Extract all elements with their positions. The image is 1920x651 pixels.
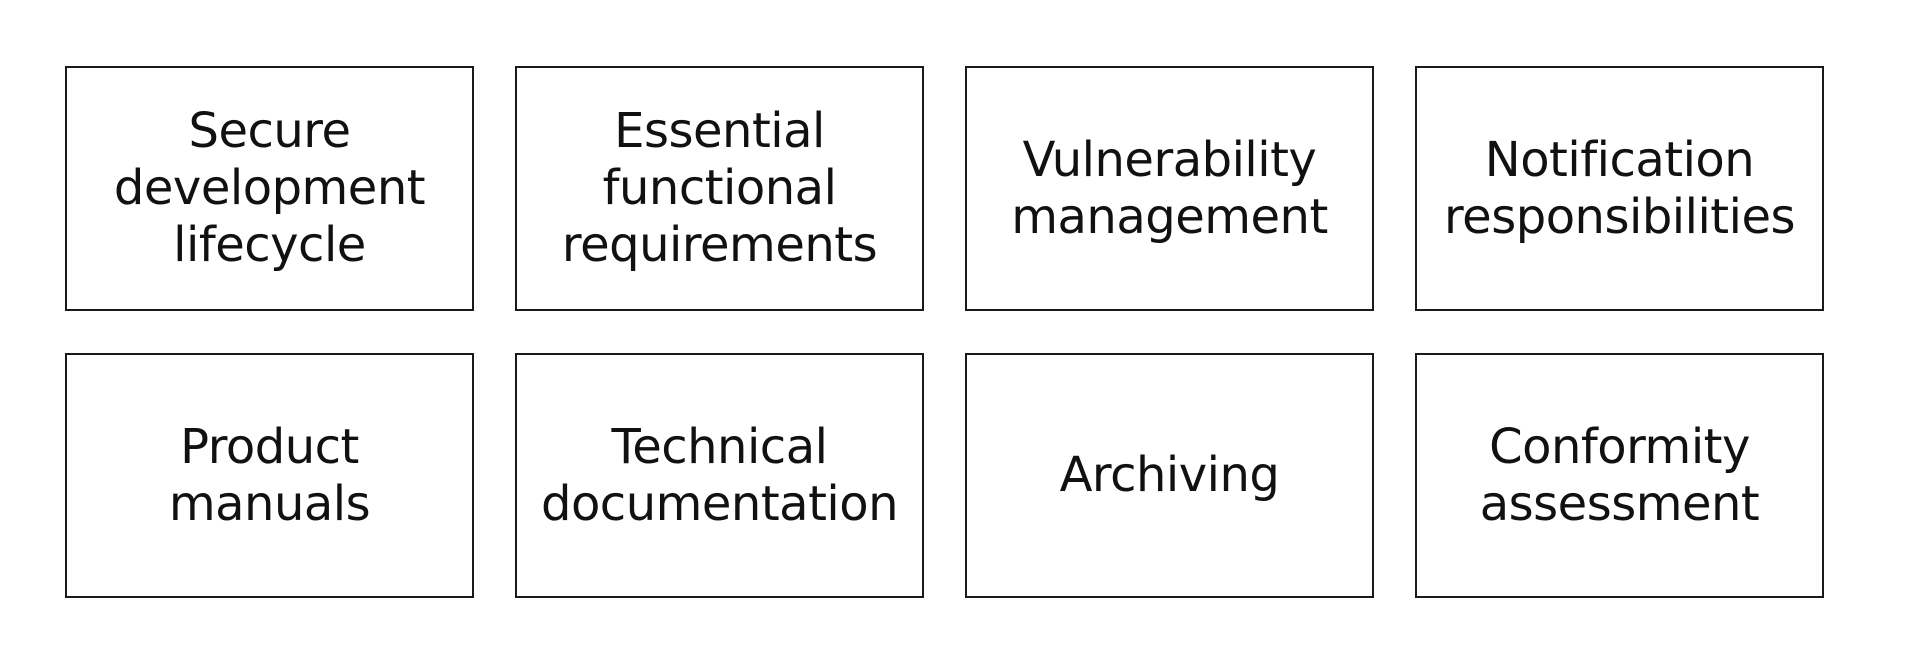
box-label: Technical documentation	[540, 418, 899, 532]
box-label: Notification responsibilities	[1444, 131, 1796, 245]
box-label: Essential functional requirements	[561, 103, 878, 273]
box-notification-responsibilities: Notification responsibilities	[1415, 66, 1824, 311]
box-archiving: Archiving	[965, 353, 1374, 598]
box-label: Conformity assessment	[1479, 418, 1760, 532]
box-product-manuals: Product manuals	[65, 353, 474, 598]
box-conformity-assessment: Conformity assessment	[1415, 353, 1824, 598]
box-label: Secure development lifecycle	[113, 103, 426, 273]
box-vulnerability-management: Vulnerability management	[965, 66, 1374, 311]
box-secure-development-lifecycle: Secure development lifecycle	[65, 66, 474, 311]
box-label: Vulnerability management	[1011, 131, 1328, 245]
box-label: Product manuals	[168, 418, 371, 532]
box-technical-documentation: Technical documentation	[515, 353, 924, 598]
box-essential-functional-requirements: Essential functional requirements	[515, 66, 924, 311]
box-label: Archiving	[1059, 447, 1280, 503]
